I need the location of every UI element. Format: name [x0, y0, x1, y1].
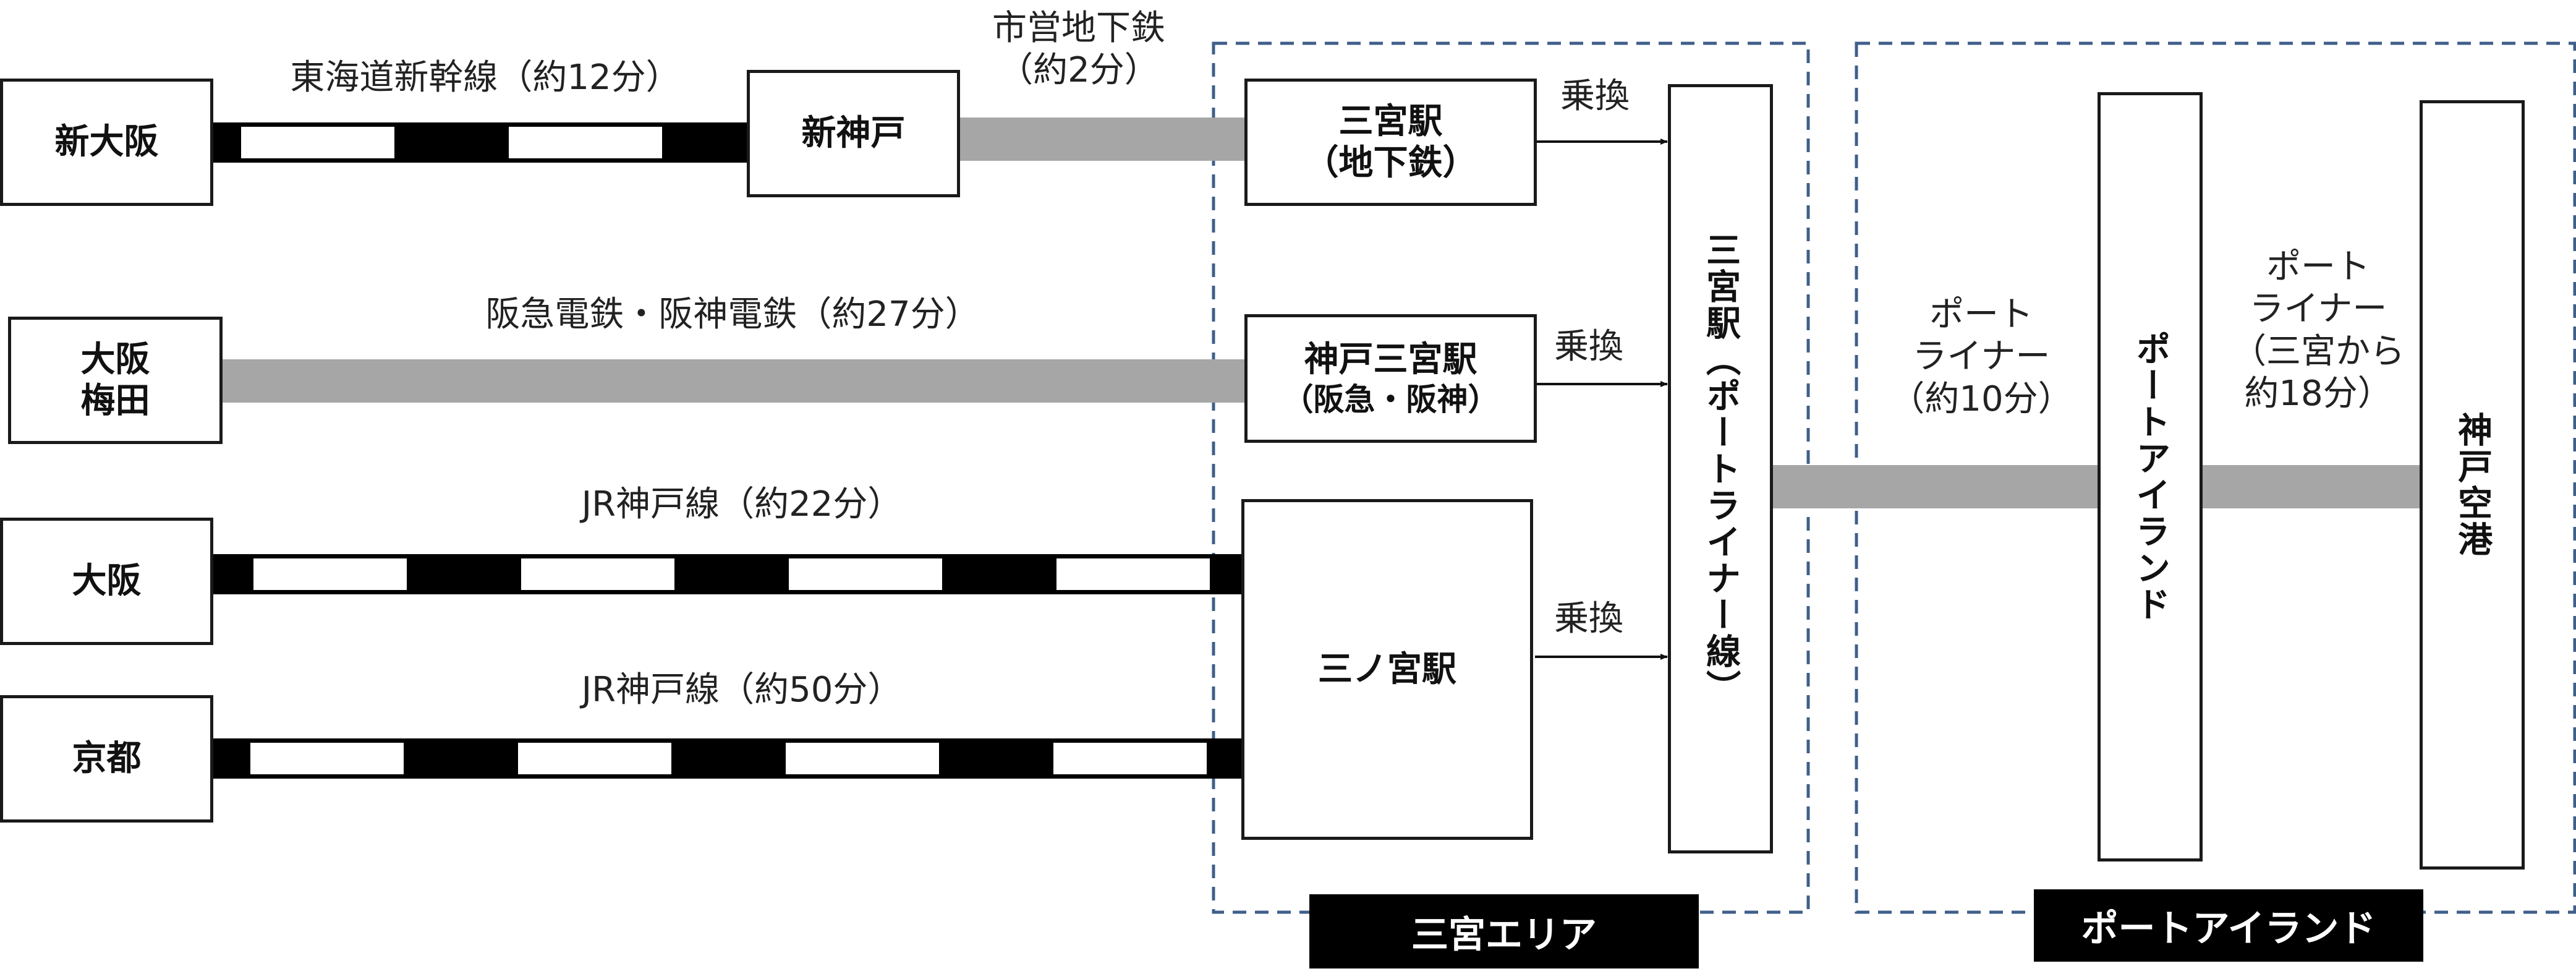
label-portliner-2: ポート ライナー （三宮から 約18分）	[2232, 247, 2405, 414]
station-shin-osaka: 新大阪	[0, 79, 213, 206]
subway-line	[958, 118, 1246, 161]
label-transfer-2: 乗換	[1554, 327, 1623, 367]
label-jr-osaka: JR神戸線（約22分）	[581, 484, 903, 524]
label-shinkansen: 東海道新幹線（約12分）	[290, 58, 681, 98]
shinkansen-rail	[210, 122, 750, 163]
area-label-sannomiya: 三宮エリア	[1309, 894, 1699, 968]
station-shin-kobe: 新神戸	[747, 70, 960, 197]
label-subway: 市営地下鉄 （約2分）	[992, 8, 1165, 91]
label-portliner-1: ポート ライナー （約10分）	[1890, 294, 2073, 419]
portliner-line-1	[1772, 465, 2099, 508]
label-transfer-1: 乗換	[1560, 76, 1630, 116]
label-transfer-3: 乗換	[1554, 599, 1623, 639]
jr-kyoto-rail	[210, 738, 1246, 779]
portliner-line-2	[2201, 465, 2421, 508]
station-port-island: ポートアイランド	[2098, 92, 2203, 861]
station-osaka: 大阪	[0, 518, 213, 645]
station-kobe-sannomiya: 神戸三宮駅 （阪急・阪神）	[1244, 314, 1537, 443]
label-hankyu-hanshin: 阪急電鉄・阪神電鉄（約27分）	[485, 294, 980, 335]
station-kyoto: 京都	[0, 695, 213, 823]
station-osaka-umeda: 大阪 梅田	[8, 317, 223, 444]
area-label-port-island: ポートアイランド	[2034, 889, 2423, 962]
station-sannomiya-subway: 三宮駅 （地下鉄）	[1244, 79, 1537, 206]
hankyu-hanshin-line	[221, 359, 1247, 403]
jr-osaka-rail	[210, 554, 1246, 594]
station-sannomiya-jr: 三ノ宮駅	[1241, 499, 1533, 840]
label-jr-kyoto: JR神戸線（約50分）	[581, 670, 903, 710]
station-kobe-airport: 神戸空港	[2420, 100, 2525, 870]
station-sannomiya-portliner: 三宮駅（ポートライナー線）	[1668, 84, 1773, 853]
